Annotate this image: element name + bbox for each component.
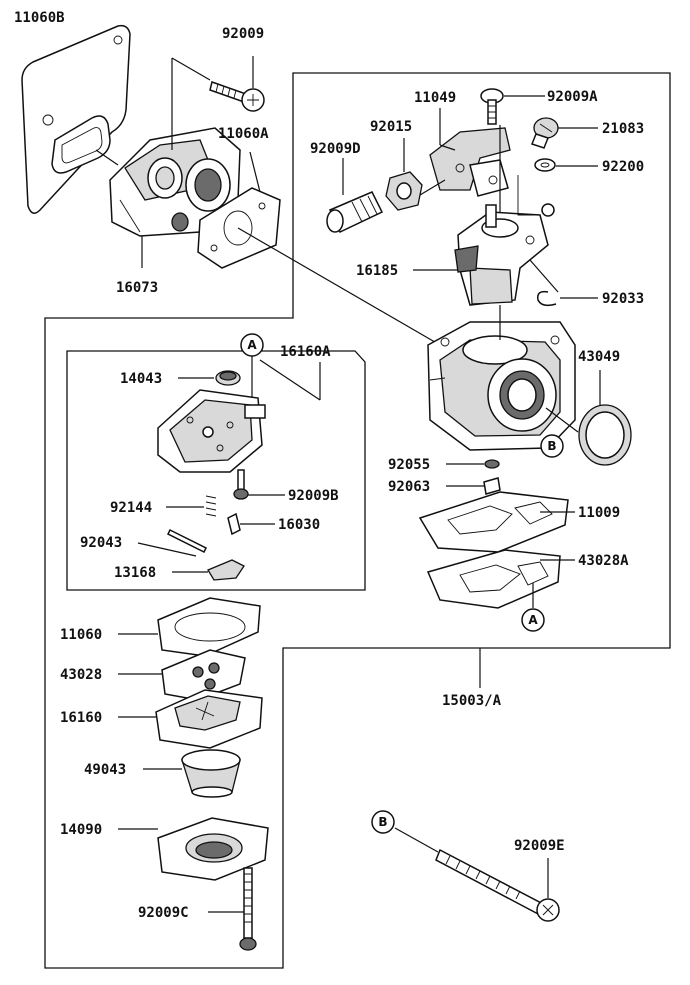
label-15003a: 15003/A bbox=[442, 693, 502, 709]
label-16030: 16030 bbox=[278, 517, 320, 533]
label-11060b: 11060B bbox=[14, 10, 65, 26]
callout-a-top: A bbox=[240, 333, 264, 357]
screw-92009e bbox=[435, 848, 560, 922]
label-92009a: 92009A bbox=[547, 89, 598, 105]
label-16185: 16185 bbox=[356, 263, 398, 279]
label-11060: 11060 bbox=[60, 627, 102, 643]
eclip-92033 bbox=[536, 290, 557, 307]
lever-13168 bbox=[207, 559, 245, 581]
svg-text:B: B bbox=[547, 439, 556, 453]
oring-43049 bbox=[578, 404, 632, 466]
label-13168: 13168 bbox=[114, 565, 156, 581]
label-92009c: 92009C bbox=[138, 905, 189, 921]
label-92063: 92063 bbox=[388, 479, 430, 495]
nut-92015 bbox=[385, 171, 423, 211]
gasket-11060b bbox=[21, 24, 131, 214]
assembly-16160a-boundary bbox=[66, 350, 366, 591]
needle-16030 bbox=[227, 512, 241, 536]
label-21083: 21083 bbox=[602, 121, 644, 137]
label-16073: 16073 bbox=[116, 280, 158, 296]
label-92009d: 92009D bbox=[310, 141, 361, 157]
spring-92144 bbox=[205, 495, 217, 517]
label-92009e: 92009E bbox=[514, 838, 565, 854]
cover-14090 bbox=[157, 817, 269, 881]
primer-bulb-49043 bbox=[181, 749, 241, 798]
label-11049: 11049 bbox=[414, 90, 456, 106]
label-49043: 49043 bbox=[84, 762, 126, 778]
lever-11049 bbox=[429, 127, 511, 197]
label-43049: 43049 bbox=[578, 349, 620, 365]
gasket-11009 bbox=[418, 491, 569, 553]
label-43028a: 43028A bbox=[578, 553, 629, 569]
svg-text:B: B bbox=[378, 815, 387, 829]
label-14043: 14043 bbox=[120, 371, 162, 387]
label-92200: 92200 bbox=[602, 159, 644, 175]
screen-92063 bbox=[483, 477, 501, 495]
screw-92009a bbox=[480, 88, 504, 125]
label-92055: 92055 bbox=[388, 457, 430, 473]
pin-92043 bbox=[166, 528, 208, 554]
label-92043: 92043 bbox=[80, 535, 122, 551]
throttle-16185 bbox=[454, 175, 555, 306]
assembly-15003-boundary bbox=[44, 72, 671, 969]
label-92015: 92015 bbox=[370, 119, 412, 135]
gasket-11060 bbox=[157, 597, 261, 657]
screw-92009 bbox=[209, 81, 265, 112]
screw-92009b bbox=[233, 469, 249, 500]
label-92144: 92144 bbox=[110, 500, 152, 516]
label-14090: 14090 bbox=[60, 822, 102, 838]
svg-text:A: A bbox=[528, 613, 538, 627]
carburetor-body bbox=[427, 321, 576, 451]
label-11060a: 11060A bbox=[218, 126, 269, 142]
callout-b-body: B bbox=[540, 434, 564, 458]
callout-a-bottom: A bbox=[521, 608, 545, 632]
svg-text:A: A bbox=[247, 338, 257, 352]
pump-body-16160 bbox=[155, 689, 263, 749]
diaphragm-43028a bbox=[426, 549, 561, 609]
label-92033: 92033 bbox=[602, 291, 644, 307]
adjuster-92009d bbox=[326, 191, 384, 234]
valve-cover-14043 bbox=[215, 370, 241, 386]
label-92009b: 92009B bbox=[288, 488, 339, 504]
label-92009: 92009 bbox=[222, 26, 264, 42]
gasket-92055 bbox=[484, 459, 500, 469]
screw-92009c bbox=[239, 867, 257, 951]
label-11009: 11009 bbox=[578, 505, 620, 521]
metering-body-16160a bbox=[157, 389, 266, 473]
callout-b-screw: B bbox=[371, 810, 395, 834]
label-43028: 43028 bbox=[60, 667, 102, 683]
diaphragm-43028 bbox=[161, 649, 246, 701]
washer-92200 bbox=[534, 158, 556, 172]
label-16160a: 16160A bbox=[280, 344, 331, 360]
screw-21083 bbox=[531, 117, 559, 149]
label-16160: 16160 bbox=[60, 710, 102, 726]
